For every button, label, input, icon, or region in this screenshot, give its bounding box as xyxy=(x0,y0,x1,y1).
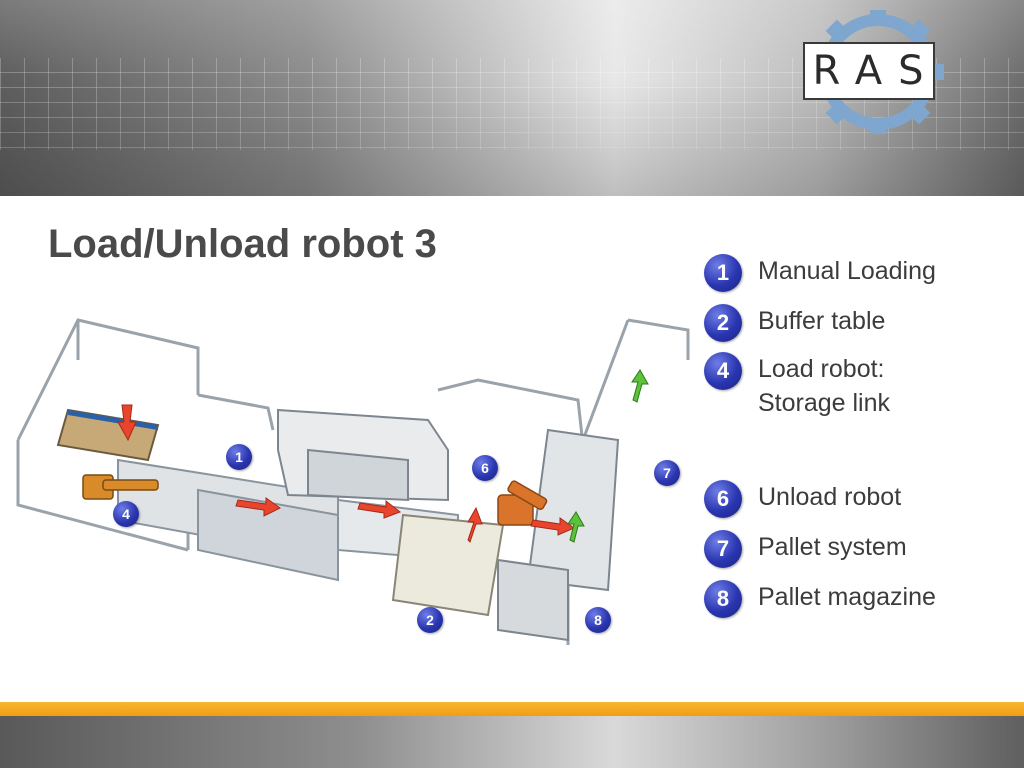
legend-item-unload-robot: 6 Unload robot xyxy=(704,480,988,518)
legend-label: Pallet system xyxy=(758,533,907,561)
legend-label: Pallet magazine xyxy=(758,583,936,611)
footer-band xyxy=(0,716,1024,768)
production-line-illustration xyxy=(16,318,690,645)
legend-number-badge: 2 xyxy=(704,304,742,342)
production-line-diagram: 1 2 4 6 7 8 xyxy=(8,300,698,670)
diagram-marker-4: 4 xyxy=(113,501,139,527)
ras-logo: RAS xyxy=(803,42,935,100)
legend-number-badge: 4 xyxy=(704,352,742,390)
diagram-marker-8: 8 xyxy=(585,607,611,633)
legend-number-badge: 7 xyxy=(704,530,742,568)
legend-item-manual-loading: 1 Manual Loading xyxy=(704,254,988,292)
diagram-marker-1: 1 xyxy=(226,444,252,470)
legend-label: Buffer table xyxy=(758,307,886,335)
legend-label: Load robot: Storage link xyxy=(758,355,891,417)
legend-number-badge: 1 xyxy=(704,254,742,292)
diagram-marker-6: 6 xyxy=(472,455,498,481)
legend-label: Unload robot xyxy=(758,483,902,511)
legend-item-load-robot: 4 Load robot: Storage link xyxy=(704,352,918,420)
legend-label: Manual Loading xyxy=(758,257,936,285)
legend-item-buffer-table: 2 Buffer table xyxy=(704,304,988,342)
legend-item-pallet-system: 7 Pallet system xyxy=(704,530,988,568)
header-banner: RAS xyxy=(0,0,1024,196)
legend-number-badge: 6 xyxy=(704,480,742,518)
page-title: Load/Unload robot 3 xyxy=(48,222,437,266)
legend-item-pallet-magazine: 8 Pallet magazine xyxy=(704,580,988,618)
footer-accent-stripe xyxy=(0,702,1024,716)
legend-number-badge: 8 xyxy=(704,580,742,618)
diagram-marker-2: 2 xyxy=(417,607,443,633)
diagram-marker-7: 7 xyxy=(654,460,680,486)
